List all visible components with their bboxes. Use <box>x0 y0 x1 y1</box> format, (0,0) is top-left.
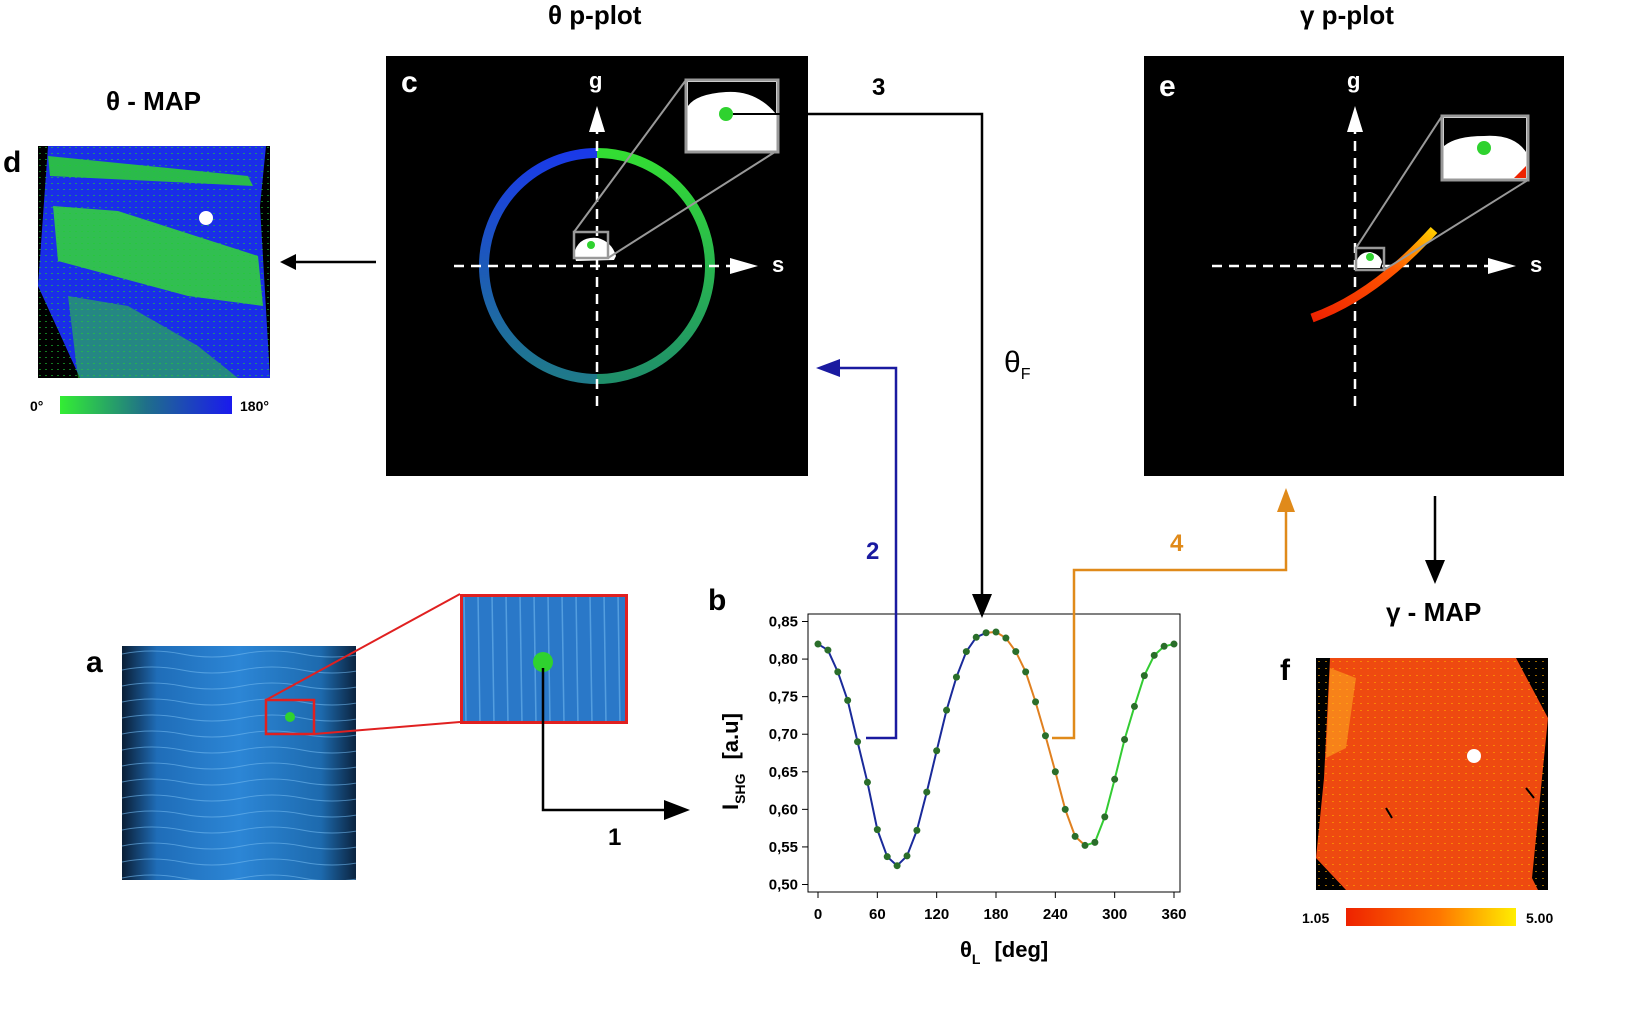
data-point <box>903 852 911 860</box>
data-point <box>992 628 1000 636</box>
data-point <box>1041 732 1049 740</box>
gamma-colorbar-min: 1.05 <box>1302 910 1330 926</box>
data-point <box>844 696 852 704</box>
arrow-step-2 <box>816 359 898 740</box>
y-tick-label: 0,80 <box>769 651 798 668</box>
x-tick-label: 120 <box>924 906 949 923</box>
theta-colorbar <box>60 396 232 414</box>
theta-colorbar-min: 0° <box>30 398 44 414</box>
data-point <box>1002 634 1010 642</box>
y-tick-label: 0,85 <box>769 614 798 631</box>
theta-pplot-title: θ p-plot <box>548 0 642 30</box>
theta-f-label: θF <box>1004 346 1031 383</box>
data-point <box>1170 640 1178 648</box>
theta-pplot-panel <box>386 56 808 476</box>
panel-letter-a: a <box>86 646 103 679</box>
x-tick-label: 360 <box>1161 906 1186 923</box>
data-point <box>1051 768 1059 776</box>
theta-pplot-axis-s: s <box>772 252 785 277</box>
panel-letter-d: d <box>3 146 22 179</box>
y-tick-label: 0,60 <box>769 801 798 818</box>
data-point <box>933 747 941 755</box>
theta-colorbar-max: 180° <box>240 398 269 414</box>
theta-map-image <box>38 146 270 378</box>
y-tick-label: 0,55 <box>769 839 798 856</box>
step-3-label: 3 <box>872 74 886 101</box>
data-point <box>923 788 931 796</box>
data-point <box>1071 832 1079 840</box>
data-point <box>1121 735 1129 743</box>
data-point <box>1130 702 1138 710</box>
gamma-pplot-panel <box>1144 56 1564 476</box>
data-point <box>854 738 862 746</box>
data-point <box>1150 651 1158 659</box>
data-point <box>982 629 990 637</box>
x-tick-label: 0 <box>814 906 822 923</box>
data-point <box>834 668 842 676</box>
data-point <box>1140 672 1148 680</box>
y-tick-label: 0,50 <box>769 876 798 893</box>
data-point <box>952 673 960 681</box>
data-point <box>824 646 832 654</box>
theta-map-title: θ - MAP <box>106 86 201 116</box>
gamma-colorbar <box>1346 908 1516 926</box>
panel-letter-e: e <box>1159 70 1176 103</box>
step-4-label: 4 <box>1170 530 1184 557</box>
series-line-segment <box>1084 643 1175 847</box>
data-point <box>893 862 901 870</box>
shg-image <box>122 646 356 880</box>
y-axis-label: ISHG[a.u] <box>718 713 748 810</box>
gamma-pplot-axis-g: g <box>1347 68 1361 93</box>
arrow-step-3 <box>806 112 992 618</box>
data-point <box>873 826 881 834</box>
gamma-map-image <box>1316 658 1548 890</box>
series-line-segment <box>817 631 987 867</box>
data-point <box>1022 668 1030 676</box>
x-tick-label: 240 <box>1043 906 1068 923</box>
data-point <box>1012 648 1020 656</box>
gamma-pplot-axis-s: s <box>1530 252 1543 277</box>
x-tick-label: 300 <box>1102 906 1127 923</box>
zoom-connector-lines <box>265 593 461 735</box>
data-point <box>1061 805 1069 813</box>
y-tick-label: 0,70 <box>769 726 798 743</box>
data-point <box>972 633 980 641</box>
step-2-label: 2 <box>866 538 880 565</box>
shg-chart: 0 60 120 180 240 300 360 0,50 0,55 0,60 0,65 0,70 0,… <box>718 613 1187 967</box>
arrow-step-4 <box>1052 488 1295 740</box>
data-point <box>913 826 921 834</box>
data-point <box>1111 775 1119 783</box>
data-point <box>943 706 951 714</box>
data-point <box>1091 838 1099 846</box>
gamma-pplot-title: γ p-plot <box>1300 0 1394 30</box>
data-point <box>1101 813 1109 821</box>
arrow-c-to-d <box>280 254 376 270</box>
data-point <box>1160 642 1168 650</box>
data-point <box>962 648 970 656</box>
data-point <box>863 778 871 786</box>
gamma-map-title: γ - MAP <box>1386 597 1482 627</box>
data-point <box>1032 698 1040 706</box>
panel-letter-b: b <box>708 584 727 617</box>
theta-pplot-axis-g: g <box>589 68 603 93</box>
step-1-label: 1 <box>608 824 622 851</box>
y-tick-label: 0,75 <box>769 689 798 706</box>
x-tick-label: 180 <box>983 906 1008 923</box>
gamma-colorbar-max: 5.00 <box>1526 910 1554 926</box>
y-tick-label: 0,65 <box>769 764 798 781</box>
data-point <box>883 853 891 861</box>
panel-letter-f: f <box>1280 654 1290 687</box>
data-point <box>1081 841 1089 849</box>
panel-letter-c: c <box>401 66 418 99</box>
arrow-e-to-f <box>1425 496 1445 584</box>
data-point <box>814 640 822 648</box>
x-tick-label: 60 <box>869 906 886 923</box>
arrow-step-1 <box>541 668 690 820</box>
chart-frame <box>807 613 1181 893</box>
x-axis-label: θL[deg] <box>960 937 1048 967</box>
